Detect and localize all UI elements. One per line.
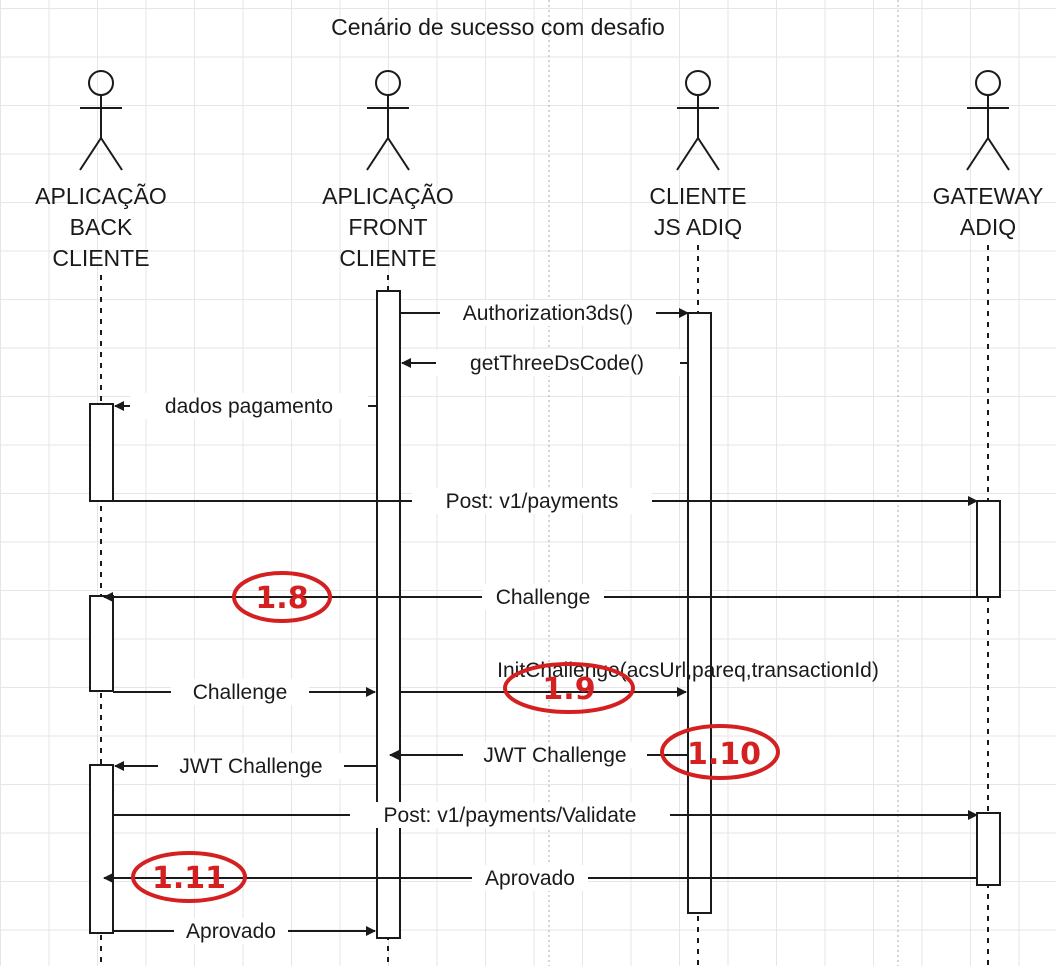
message-label: Aprovado (485, 867, 575, 890)
label-background (412, 488, 652, 514)
actor-label: CLIENTE (339, 245, 436, 271)
actor-label: BACK (70, 214, 133, 240)
stick-figure-icon (676, 70, 720, 171)
activation-box-back (89, 595, 114, 692)
annotation-label: 1.9 (542, 672, 595, 707)
activation-box-gateway (976, 812, 1001, 886)
annotation-label: 1.11 (152, 861, 226, 896)
activation-box-js (687, 312, 712, 914)
annotation-1-9: 1.9 (503, 662, 635, 714)
actor-label: CLIENTE (649, 183, 746, 209)
label-background (174, 918, 288, 944)
label-background (130, 393, 368, 419)
label-background (171, 679, 309, 705)
annotation-1-11: 1.11 (131, 851, 247, 903)
actor-label: FRONT (348, 214, 427, 240)
message-label: Aprovado (186, 920, 276, 943)
label-background (472, 865, 588, 891)
label-background (350, 802, 670, 828)
actor-label: APLICAÇÃO (35, 183, 167, 209)
activation-box-front (376, 290, 401, 939)
activation-box-back (89, 403, 114, 502)
diagram-title: Cenário de sucesso com desafio (331, 14, 665, 40)
message-label: JWT Challenge (483, 744, 626, 767)
stick-figure-icon (79, 70, 123, 171)
actor-label: GATEWAY (933, 183, 1044, 209)
label-background (482, 584, 604, 610)
annotation-label: 1.10 (687, 737, 761, 772)
message-label: Post: v1/payments (446, 490, 619, 513)
message-label: Challenge (496, 586, 591, 609)
annotation-1-10: 1.10 (660, 724, 780, 780)
label-background (440, 300, 656, 326)
stick-figure-icon (966, 70, 1010, 171)
message-label: JWT Challenge (179, 755, 322, 778)
message-label: Challenge (193, 681, 288, 704)
label-background (158, 753, 344, 779)
activation-box-gateway (976, 500, 1001, 598)
message-label: getThreeDsCode() (470, 352, 644, 375)
actor-gateway: GATEWAY ADIQ (933, 70, 1044, 240)
annotation-label: 1.8 (255, 581, 308, 616)
annotation-1-8: 1.8 (232, 571, 332, 623)
activation-box-back (89, 764, 114, 934)
label-background (463, 742, 647, 768)
actor-js: CLIENTE JS ADIQ (649, 70, 747, 240)
stick-figure-icon (366, 70, 410, 171)
message-label: dados pagamento (165, 395, 333, 418)
actor-label: JS ADIQ (654, 214, 742, 240)
actor-label: ADIQ (960, 214, 1016, 240)
label-background (436, 350, 680, 376)
message-label: Authorization3ds() (463, 302, 633, 325)
message-label: Post: v1/payments/Validate (384, 804, 637, 827)
actor-back: APLICAÇÃO BACK CLIENTE (35, 70, 167, 271)
actor-label: CLIENTE (52, 245, 149, 271)
actor-label: APLICAÇÃO (322, 183, 454, 209)
actor-front: APLICAÇÃO FRONT CLIENTE (322, 70, 454, 271)
